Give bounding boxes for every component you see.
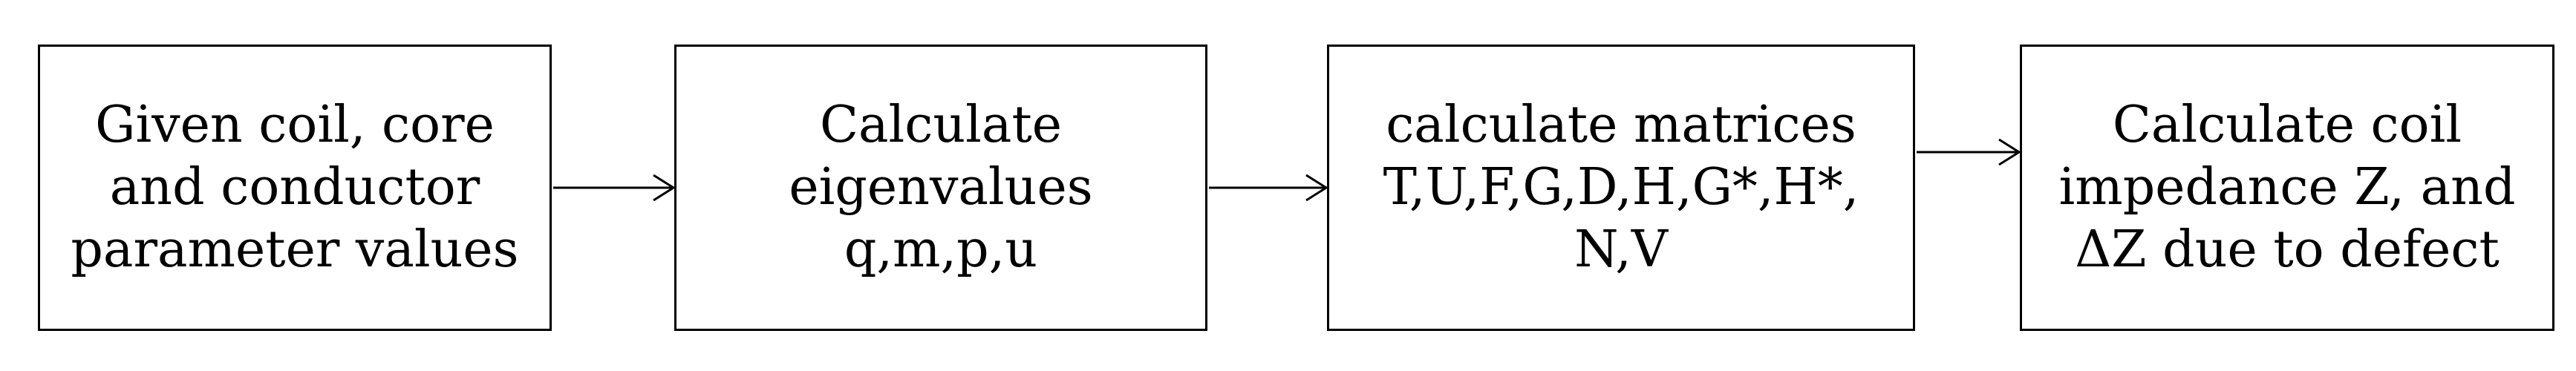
box-4-line-3: ΔZ due to defect bbox=[2075, 220, 2500, 279]
box-3-line-1: calculate matrices bbox=[1386, 96, 1856, 154]
box-3-line-3: N,V bbox=[1574, 220, 1668, 279]
box-4-line-1: Calculate coil bbox=[2112, 96, 2462, 154]
step-box-input-parameters: Given coil, core and conductor parameter… bbox=[38, 45, 552, 331]
arrowhead-2-to-3 bbox=[1305, 174, 1328, 202]
box-2-line-3: q,m,p,u bbox=[844, 220, 1038, 279]
box-1-line-1: Given coil, core bbox=[95, 96, 495, 154]
step-box-impedance: Calculate coil impedance Z, and ΔZ due t… bbox=[2020, 45, 2554, 331]
box-2-line-2: eigenvalues bbox=[789, 158, 1093, 217]
arrowhead-1-to-2 bbox=[653, 174, 676, 202]
box-1-line-2: and conductor bbox=[109, 158, 480, 217]
box-1-line-3: parameter values bbox=[71, 220, 519, 279]
arrowhead-3-to-4 bbox=[1998, 138, 2021, 166]
box-4-line-2: impedance Z, and bbox=[2058, 158, 2516, 217]
step-box-eigenvalues: Calculate eigenvalues q,m,p,u bbox=[674, 45, 1207, 331]
box-2-line-1: Calculate bbox=[819, 96, 1063, 154]
box-3-line-2: T,U,F,G,D,H,G*,H*, bbox=[1383, 158, 1859, 217]
step-box-matrices: calculate matrices T,U,F,G,D,H,G*,H*, N,… bbox=[1327, 45, 1915, 331]
